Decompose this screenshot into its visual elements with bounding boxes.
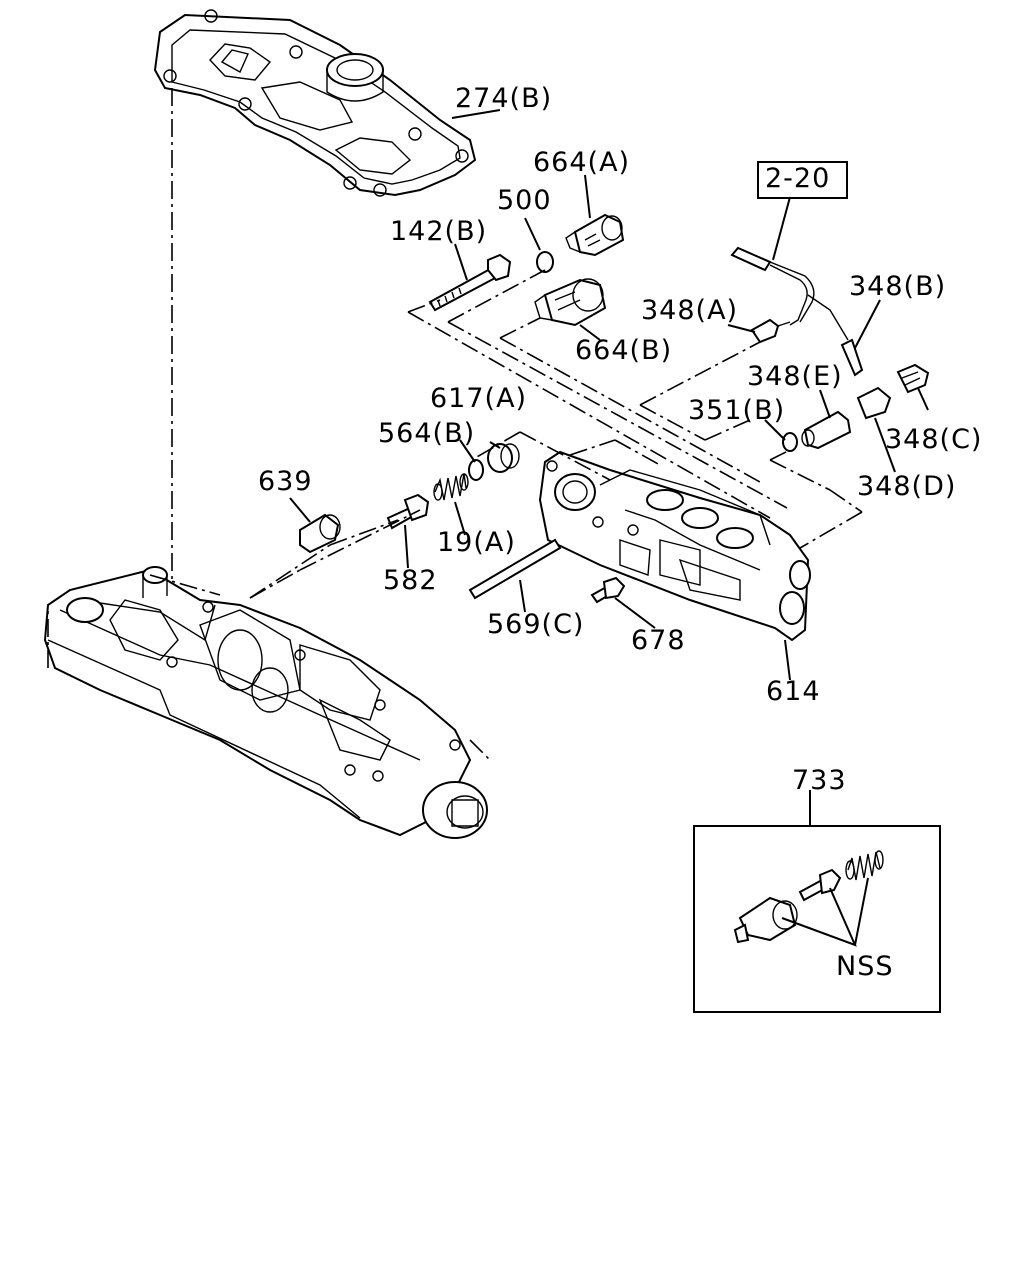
callout-614: 614 — [766, 676, 821, 707]
pin-569c — [468, 538, 562, 600]
fitting-348d — [856, 386, 892, 420]
fitting-348b — [840, 338, 864, 377]
fitting-348a — [750, 318, 791, 344]
spring-19a — [433, 473, 469, 501]
callout-351b: 351(B) — [688, 395, 786, 426]
washer-351b — [782, 432, 798, 452]
callout-348c: 348(C) — [885, 424, 983, 455]
solenoid-664a — [565, 213, 625, 257]
kit-note-label: NSS — [836, 951, 894, 982]
callout-564b: 564(B) — [378, 418, 476, 449]
solenoid-664b — [534, 278, 607, 327]
o-ring-500 — [536, 251, 554, 273]
callout-664b: 664(B) — [575, 335, 673, 366]
callout-500: 500 — [497, 185, 552, 216]
kit-733-contents — [733, 850, 884, 947]
callout-348e: 348(E) — [747, 361, 843, 392]
fitting-348c — [896, 363, 930, 394]
callout-639: 639 — [258, 466, 313, 497]
sensor-harness — [730, 246, 849, 341]
sleeve-639 — [299, 513, 341, 554]
callout-19a: 19(A) — [437, 527, 516, 558]
cover-plate-274b — [153, 9, 477, 197]
assembly-lines — [249, 269, 863, 599]
solenoid-body-614 — [538, 450, 811, 642]
callout-348d: 348(D) — [857, 471, 957, 502]
callout-348b: 348(B) — [849, 271, 947, 302]
leader-lines — [289, 109, 929, 825]
callout-348a: 348(A) — [641, 295, 739, 326]
callout-569c: 569(C) — [487, 609, 585, 640]
ring-564b — [468, 459, 484, 481]
reference-box-label: 2-20 — [765, 163, 831, 194]
bolt-142b — [428, 253, 512, 312]
callout-142b: 142(B) — [390, 216, 488, 247]
callout-274b: 274(B) — [455, 83, 553, 114]
kit-box — [693, 825, 941, 1013]
bolt-678 — [590, 576, 626, 604]
valve-body — [43, 566, 491, 839]
callout-582: 582 — [383, 565, 438, 596]
fitting-348e — [801, 410, 852, 450]
callout-617a: 617(A) — [430, 383, 528, 414]
callout-678: 678 — [631, 625, 686, 656]
callout-664a: 664(A) — [533, 147, 631, 178]
reference-box — [757, 161, 848, 199]
callout-733: 733 — [792, 765, 847, 796]
